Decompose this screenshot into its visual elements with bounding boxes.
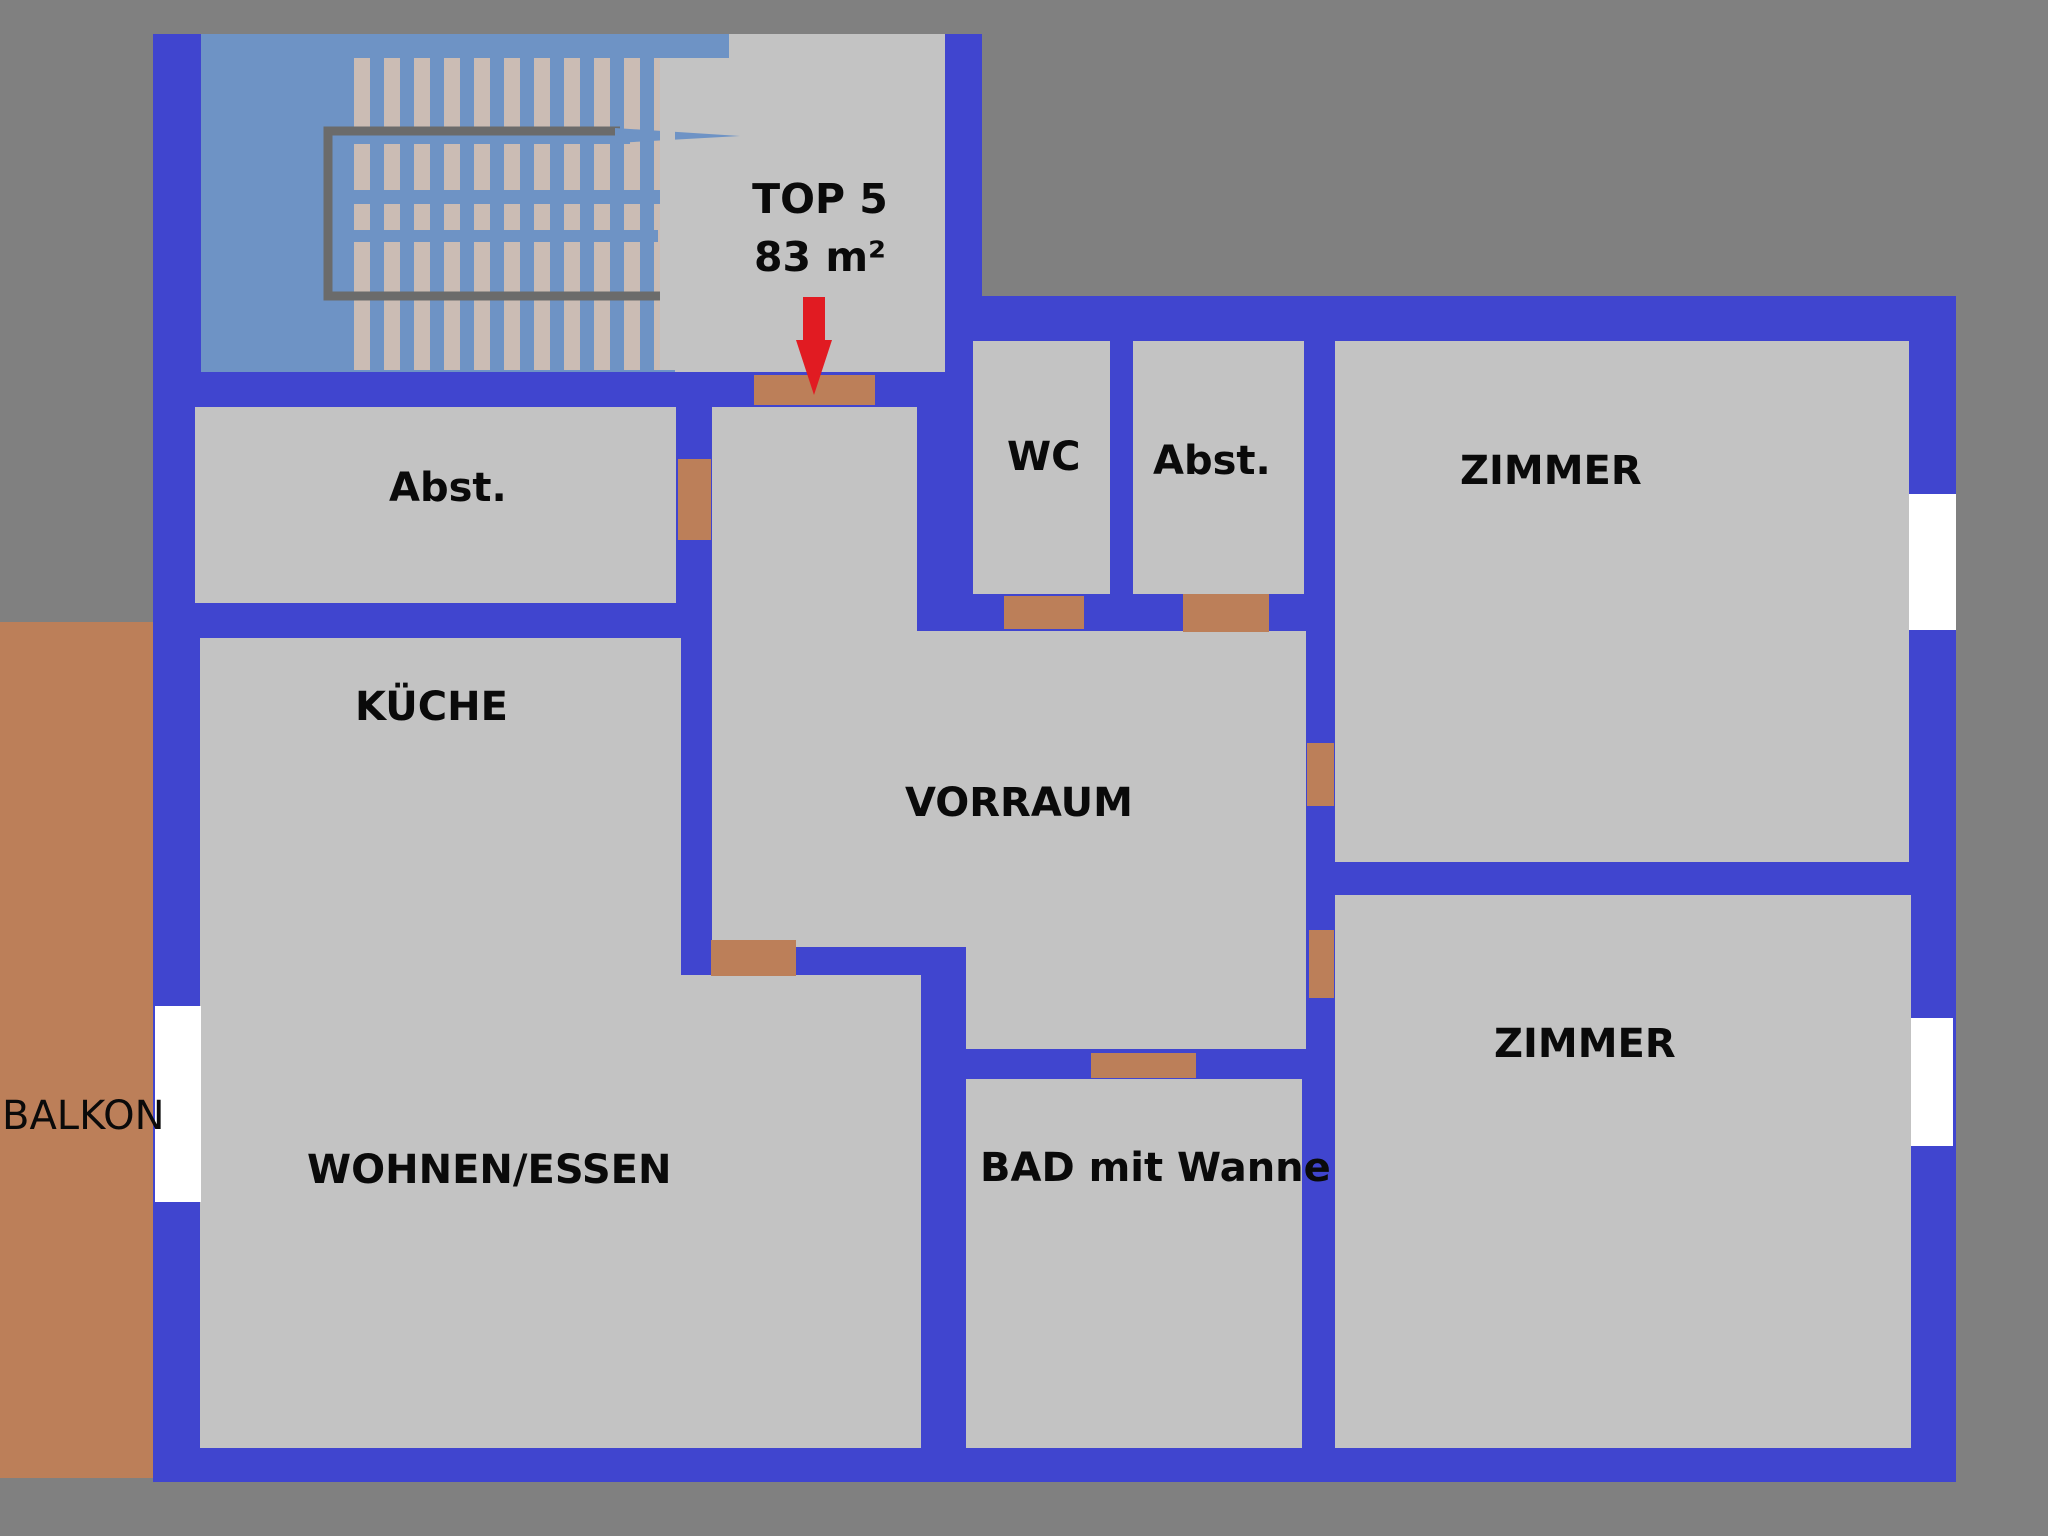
floor-bathroom xyxy=(966,1079,1302,1448)
floor-kitchen xyxy=(200,638,681,975)
window-bedroom-bottom xyxy=(1911,1018,1953,1146)
unit-area: 83 m² xyxy=(753,233,886,281)
label-bedroom-bottom: ZIMMER xyxy=(1494,1021,1676,1067)
entrance-arrow-icon xyxy=(796,297,832,395)
floor-bedroom-top xyxy=(1335,341,1909,862)
floor-storage-right xyxy=(1133,341,1304,594)
door-kitchen xyxy=(711,940,796,976)
unit-name: TOP 5 xyxy=(752,175,888,223)
floor-hallway-lower xyxy=(966,912,1306,1049)
window-living xyxy=(155,1006,201,1202)
window-bedroom-top xyxy=(1909,494,1956,630)
door-bedroom-bottom xyxy=(1309,930,1334,998)
balcony xyxy=(0,622,155,1478)
door-bedroom-top xyxy=(1307,743,1334,806)
label-living: WOHNEN/ESSEN xyxy=(307,1147,672,1193)
door-storage-right xyxy=(1183,594,1269,632)
door-wc xyxy=(1004,596,1084,629)
floor-wc xyxy=(973,341,1110,594)
label-bathroom: BAD mit Wanne xyxy=(980,1145,1331,1191)
door-storage-left xyxy=(678,459,711,540)
label-storage-right: Abst. xyxy=(1153,438,1271,484)
unit-title: TOP 5 83 m² xyxy=(730,170,910,286)
floor-storage-left xyxy=(195,407,676,603)
label-hallway: VORRAUM xyxy=(905,780,1133,826)
label-bedroom-top: ZIMMER xyxy=(1460,448,1642,494)
label-kitchen: KÜCHE xyxy=(355,684,508,730)
door-bathroom xyxy=(1091,1053,1196,1078)
label-balcony: BALKON xyxy=(2,1093,165,1139)
floor-bedroom-bottom xyxy=(1335,895,1911,1448)
label-wc: WC xyxy=(1007,434,1081,480)
floor-hallway-main xyxy=(712,631,1306,947)
label-storage-left: Abst. xyxy=(389,465,507,511)
floor-living xyxy=(200,975,921,1448)
staircase-icon xyxy=(201,34,740,370)
